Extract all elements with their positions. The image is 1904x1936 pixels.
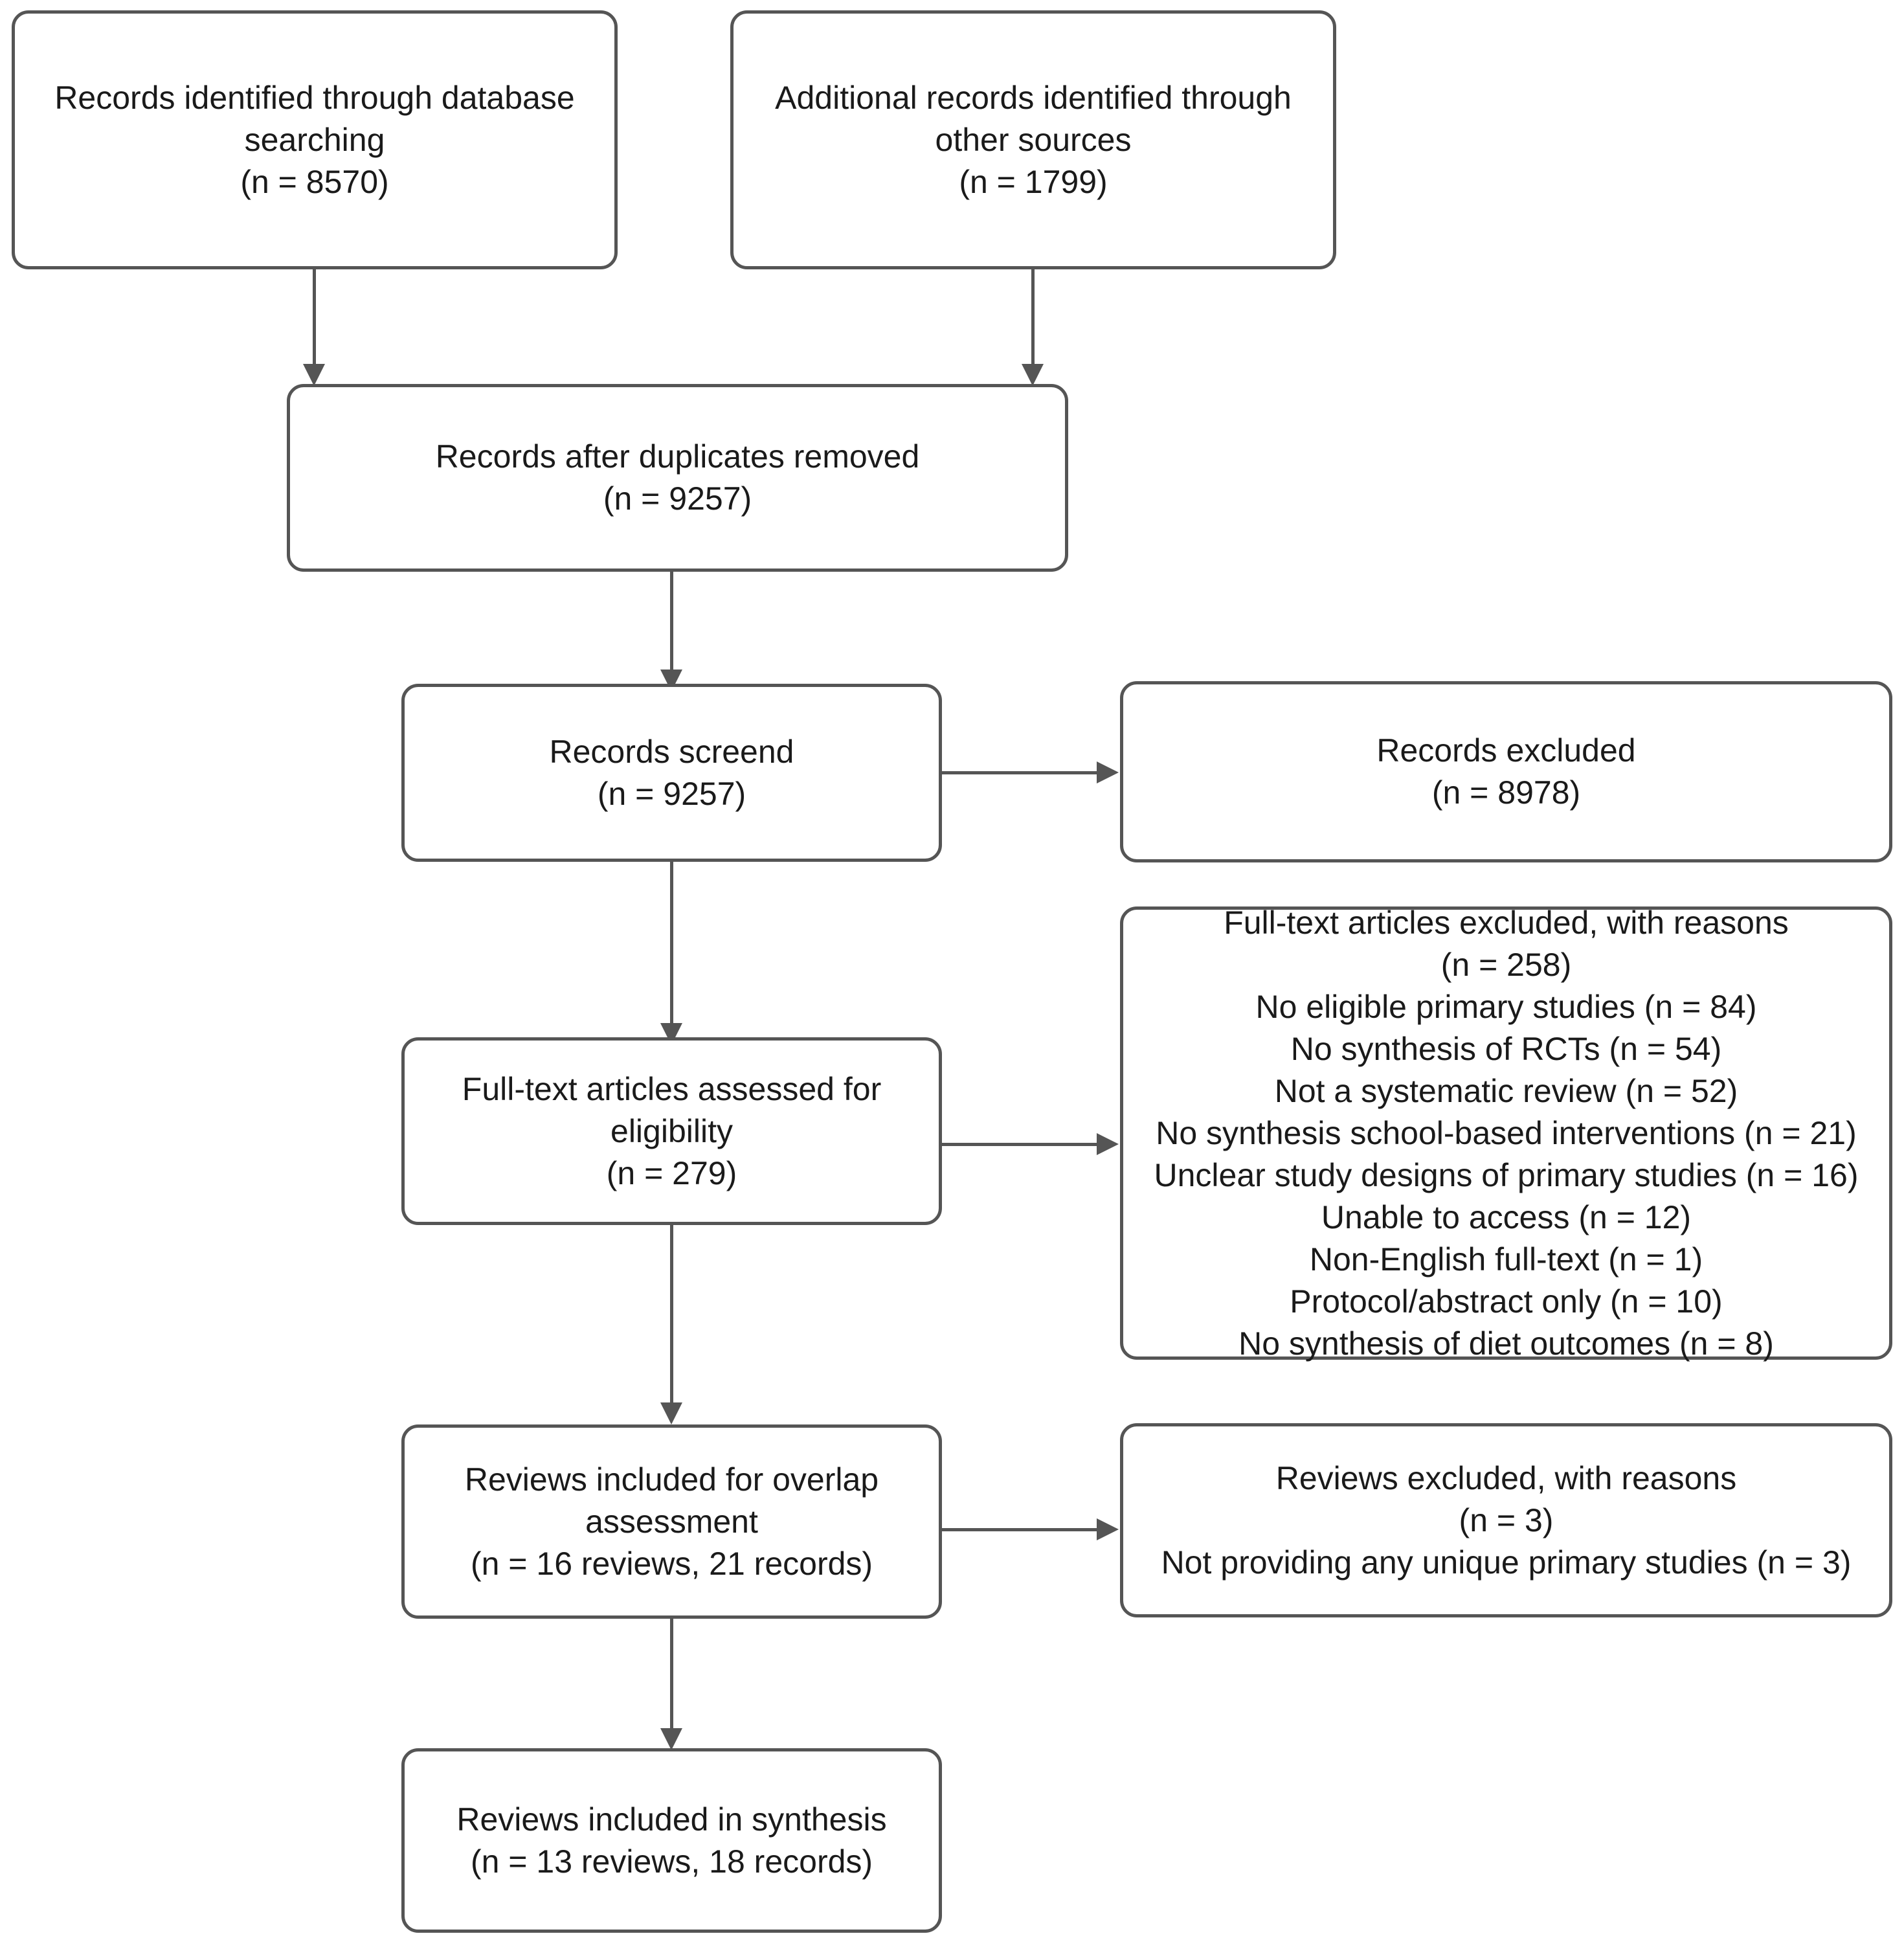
text-line: Non-English full-text (n = 1) (1309, 1241, 1703, 1278)
text-line: (n = 8570) (240, 163, 389, 200)
text-line: Unclear study designs of primary studies… (1154, 1156, 1859, 1193)
node-records-screened: Records screend (n = 9257) (401, 684, 942, 862)
node-reviews-included-in-synthesis: Reviews included in synthesis (n = 13 re… (401, 1748, 942, 1933)
node-text: Reviews included for overlap assessment … (424, 1459, 919, 1585)
node-records-identified-database: Records identified through database sear… (12, 10, 618, 269)
connector-fulltext-to-fulltext-excluded (942, 1143, 1099, 1146)
node-text: Records after duplicates removed (n = 92… (309, 436, 1046, 520)
text-line: (n = 8978) (1431, 774, 1581, 811)
node-text: Reviews excluded, with reasons (n = 3) N… (1143, 1458, 1870, 1584)
text-line: other sources (935, 121, 1132, 158)
text-line: assessment (585, 1503, 758, 1540)
text-line: Records screend (549, 733, 794, 770)
text-line: (n = 279) (606, 1154, 737, 1191)
text-line: Reviews included for overlap (464, 1461, 879, 1498)
text-line: Protocol/abstract only (n = 10) (1290, 1283, 1723, 1320)
node-additional-records-other-sources: Additional records identified through ot… (730, 10, 1336, 269)
text-line: Additional records identified through (775, 79, 1292, 116)
text-line: Full-text articles excluded, with reason… (1224, 904, 1789, 941)
arrowhead-icon (1097, 1133, 1119, 1155)
text-line: Full-text articles assessed for (462, 1070, 882, 1107)
node-text: Records excluded (n = 8978) (1143, 730, 1870, 814)
node-text: Records identified through database sear… (34, 77, 595, 203)
node-text: Additional records identified through ot… (753, 77, 1314, 203)
text-line: (n = 3) (1459, 1502, 1554, 1538)
text-line: Records excluded (1376, 732, 1636, 769)
connector-fulltext-to-overlap (670, 1225, 673, 1406)
text-line: No synthesis school-based interventions … (1156, 1114, 1857, 1151)
node-reviews-included-for-overlap-assessment: Reviews included for overlap assessment … (401, 1424, 942, 1619)
node-reviews-excluded-with-reasons: Reviews excluded, with reasons (n = 3) N… (1120, 1423, 1892, 1617)
connector-other-sources-to-duplicates (1031, 269, 1035, 368)
text-line: (n = 9257) (597, 775, 746, 812)
arrowhead-icon (660, 1402, 682, 1424)
node-records-excluded: Records excluded (n = 8978) (1120, 681, 1892, 862)
text-line: eligibility (610, 1112, 733, 1149)
text-line: No eligible primary studies (n = 84) (1255, 988, 1757, 1025)
connector-screened-to-records-excluded (942, 771, 1099, 774)
text-line: Not providing any unique primary studies… (1161, 1544, 1852, 1581)
text-line: (n = 13 reviews, 18 records) (470, 1843, 873, 1880)
connector-overlap-to-reviews-excluded (942, 1528, 1099, 1531)
text-line: Reviews included in synthesis (456, 1801, 887, 1838)
text-line: searching (244, 121, 385, 158)
node-text: Records screend (n = 9257) (424, 731, 919, 815)
node-records-after-duplicates-removed: Records after duplicates removed (n = 92… (287, 384, 1068, 572)
arrowhead-icon (303, 364, 325, 386)
arrowhead-icon (1022, 364, 1044, 386)
text-line: (n = 258) (1440, 946, 1572, 983)
connector-db-search-to-duplicates (313, 269, 316, 368)
text-line: No synthesis of RCTs (n = 54) (1290, 1030, 1722, 1067)
text-line: Records after duplicates removed (435, 438, 920, 475)
node-text: Full-text articles assessed for eligibil… (424, 1068, 919, 1195)
arrowhead-icon (1097, 1518, 1119, 1540)
text-line: (n = 16 reviews, 21 records) (470, 1545, 873, 1582)
text-line: Records identified through database (54, 79, 575, 116)
text-line: (n = 1799) (959, 163, 1108, 200)
connector-screened-to-fulltext (670, 862, 673, 1027)
text-line: (n = 9257) (603, 480, 752, 517)
node-text: Reviews included in synthesis (n = 13 re… (424, 1799, 919, 1883)
arrowhead-icon (660, 1728, 682, 1750)
arrowhead-icon (1097, 761, 1119, 783)
connector-duplicates-to-screened (670, 572, 673, 673)
node-fulltext-articles-excluded-with-reasons: Full-text articles excluded, with reason… (1120, 905, 1892, 1362)
text-line: Reviews excluded, with reasons (1275, 1459, 1737, 1496)
connector-overlap-to-included (670, 1619, 673, 1732)
text-line: Unable to access (n = 12) (1321, 1199, 1692, 1235)
text-line: No synthesis of diet outcomes (n = 8) (1238, 1325, 1774, 1362)
text-line: Not a systematic review (n = 52) (1274, 1072, 1738, 1109)
node-text: Full-text articles excluded, with reason… (1143, 902, 1870, 1365)
node-fulltext-assessed-for-eligibility: Full-text articles assessed for eligibil… (401, 1037, 942, 1225)
